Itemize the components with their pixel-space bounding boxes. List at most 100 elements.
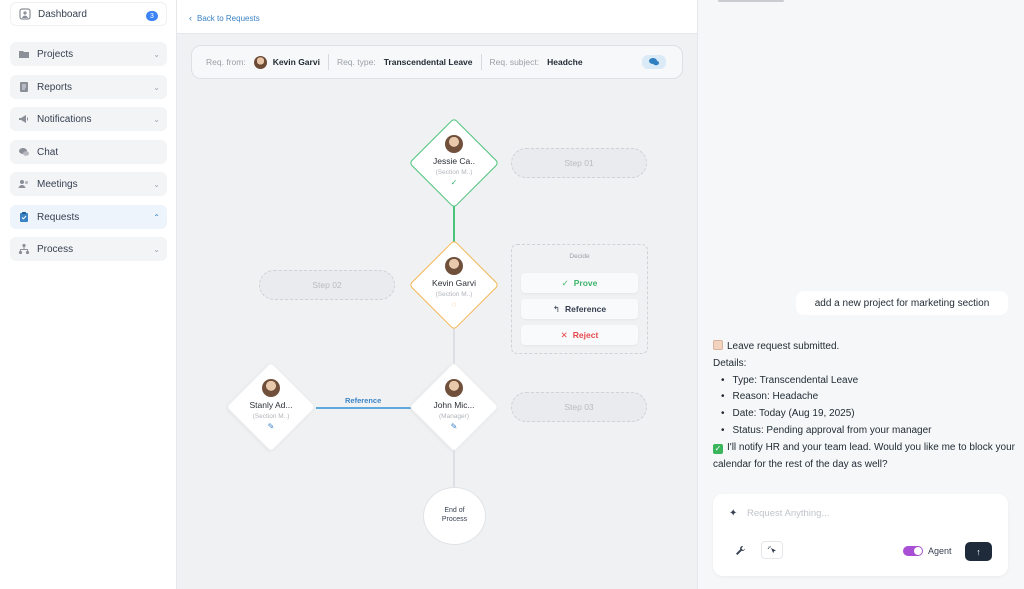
subject-value: Headche — [547, 57, 583, 67]
avatar — [445, 379, 463, 397]
prove-button[interactable]: ✓ Prove — [521, 273, 638, 293]
request-input[interactable] — [747, 505, 987, 521]
end-line-2: Process — [441, 516, 468, 523]
end-of-process-node: End of Process — [423, 487, 486, 545]
reject-button[interactable]: ✕ Reject — [521, 325, 638, 345]
avatar — [262, 379, 280, 397]
type-label: Req. type: — [336, 57, 376, 67]
reject-label: Reject — [572, 330, 599, 340]
cursor-click-icon — [767, 545, 776, 553]
clipboard-icon — [18, 211, 30, 223]
subject-label: Req. subject: — [489, 57, 540, 67]
prove-label: Prove — [573, 278, 598, 288]
sidebar-item-label: Reports — [37, 81, 73, 93]
node-name: Stanly Ad... — [249, 400, 293, 410]
close-icon: ✕ — [560, 329, 568, 340]
bot-line-1: Leave request submitted. — [727, 341, 840, 352]
megaphone-icon — [18, 113, 30, 125]
detail-bullet: Reason: Headache — [713, 389, 1018, 406]
sidebar-item-requests[interactable]: Requests ⌃ — [10, 205, 167, 229]
sidebar-item-process[interactable]: Process ⌄ — [10, 237, 167, 261]
divider — [480, 54, 482, 70]
connector — [453, 444, 455, 488]
node-name: Jessie Ca.. — [432, 156, 476, 166]
chevron-down-icon: ⌄ — [153, 83, 160, 92]
node-name: John Mic... — [433, 400, 475, 410]
edit-icon[interactable]: ✎ — [450, 422, 458, 431]
send-button[interactable]: ↑ — [965, 542, 992, 561]
sidebar-item-label: Requests — [37, 211, 80, 223]
hierarchy-icon — [18, 243, 30, 255]
panel-tab-indicator — [718, 0, 784, 2]
sidebar-item-label: Meetings — [37, 178, 78, 190]
sidebar-item-label: Chat — [37, 146, 59, 158]
tools-button[interactable] — [729, 541, 751, 559]
step-placeholder-03[interactable]: Step 03 — [511, 392, 647, 422]
inbox-tray-icon — [713, 340, 723, 350]
user-message: add a new project for marketing section — [796, 291, 1008, 315]
check-icon: ✓ — [450, 178, 458, 187]
from-label: Req. from: — [206, 57, 246, 67]
pending-icon: ◌ — [451, 300, 457, 309]
detail-bullet: Status: Pending approval from your manag… — [713, 423, 1018, 440]
request-info-bar: Req. from: Kevin Garvi Req. type: Transc… — [191, 45, 683, 79]
chevron-down-icon: ⌄ — [153, 115, 160, 124]
approver-node-stanly[interactable]: Stanly Ad... (Section M..) ✎ — [226, 379, 316, 431]
wrench-icon — [735, 545, 745, 555]
sparkle-icon: ✦ — [729, 508, 738, 519]
detail-bullet: Type: Transcendental Leave — [713, 373, 1018, 390]
node-role: (Section M..) — [252, 413, 290, 420]
chat-button[interactable] — [642, 55, 666, 69]
step-placeholder-02[interactable]: Step 02 — [259, 270, 395, 300]
node-name: Kevin Garvi — [432, 278, 476, 288]
chevron-up-icon: ⌃ — [153, 213, 160, 222]
connector-approved — [453, 203, 455, 253]
chevron-down-icon: ⌄ — [153, 245, 160, 254]
reference-connector — [316, 407, 416, 409]
top-bar: ‹ Back to Requests — [177, 0, 697, 34]
sidebar-item-label: Notifications — [37, 113, 92, 125]
chat-bubbles-icon — [649, 58, 659, 66]
sidebar-item-meetings[interactable]: Meetings ⌄ — [10, 172, 167, 196]
agent-toggle[interactable] — [903, 546, 923, 556]
connector — [453, 327, 455, 371]
approver-node-john[interactable]: John Mic... (Manager) ✎ — [409, 379, 499, 431]
user-square-icon — [19, 8, 31, 20]
assistant-panel: add a new project for marketing section … — [697, 0, 1024, 589]
reference-connector-label: Reference — [345, 396, 382, 405]
sidebar-item-label: Process — [37, 243, 74, 255]
sidebar: Dashboard 3 Projects ⌄ Reports ⌄ Notific… — [0, 0, 177, 589]
bot-closing: I'll notify HR and your team lead. Would… — [713, 441, 1015, 470]
node-role: (Manager) — [439, 413, 469, 420]
decide-title: Decide — [569, 253, 590, 260]
reference-button[interactable]: ↰ Reference — [521, 299, 638, 319]
step-placeholder-01[interactable]: Step 01 — [511, 148, 647, 178]
chat-bubbles-icon — [18, 146, 30, 158]
back-label: Back to Requests — [197, 13, 260, 23]
return-arrow-icon: ↰ — [552, 303, 560, 314]
divider — [327, 54, 329, 70]
details-label: Details: — [713, 357, 747, 369]
sidebar-item-chat[interactable]: Chat — [10, 140, 167, 164]
chevron-down-icon: ⌄ — [153, 50, 160, 59]
assistant-message: Leave request submitted. Details: Type: … — [713, 339, 1018, 473]
avatar — [445, 135, 463, 153]
sidebar-item-label: Projects — [37, 48, 74, 60]
sidebar-item-label: Dashboard — [38, 8, 87, 20]
sidebar-item-projects[interactable]: Projects ⌄ — [10, 42, 167, 66]
chevron-left-icon: ‹ — [189, 13, 192, 23]
process-flow: Reference Jessie Ca.. (Section M..) ✓ Ke… — [177, 0, 697, 589]
reference-label: Reference — [565, 304, 607, 314]
approver-node-jessie[interactable]: Jessie Ca.. (Section M..) ✓ — [409, 135, 499, 187]
agent-label: Agent — [928, 546, 952, 556]
edit-icon[interactable]: ✎ — [267, 422, 275, 431]
node-role: (Section M..) — [435, 291, 473, 298]
sidebar-item-reports[interactable]: Reports ⌄ — [10, 75, 167, 99]
sidebar-item-dashboard[interactable]: Dashboard 3 — [10, 2, 167, 26]
arrow-up-icon: ↑ — [976, 546, 981, 557]
sidebar-item-notifications[interactable]: Notifications ⌄ — [10, 107, 167, 131]
pointer-button[interactable] — [761, 541, 783, 559]
approver-node-kevin[interactable]: Kevin Garvi (Section M..) ◌ — [409, 257, 499, 309]
back-to-requests-link[interactable]: ‹ Back to Requests — [189, 13, 260, 23]
check-icon: ✓ — [561, 277, 569, 288]
